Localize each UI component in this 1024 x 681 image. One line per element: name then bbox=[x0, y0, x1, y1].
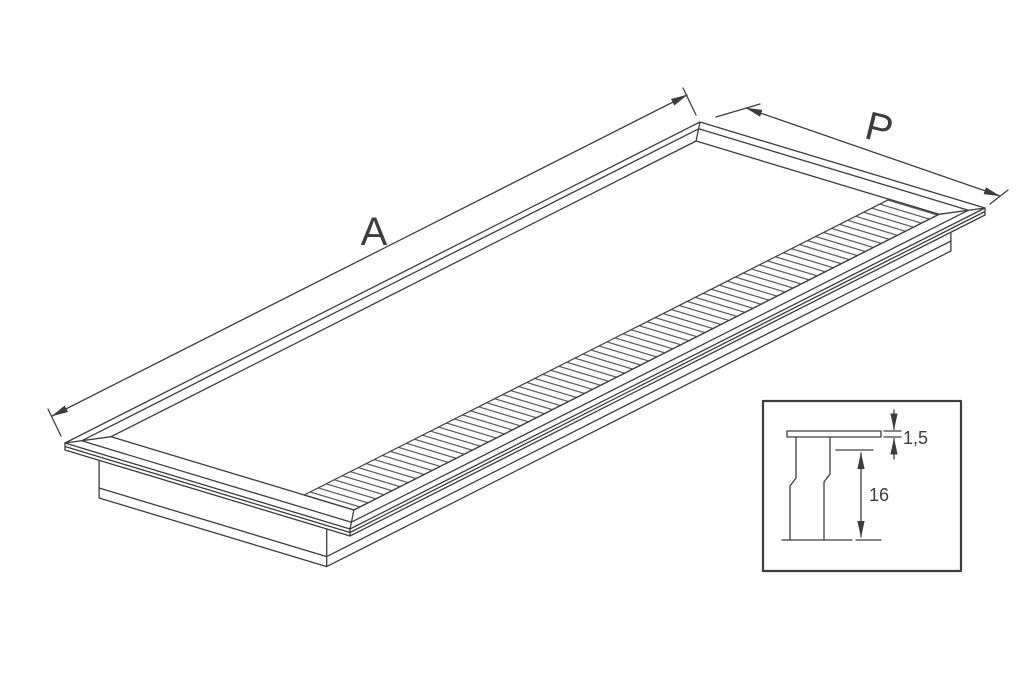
base-frame-bottom-edge bbox=[98, 250, 952, 568]
dimension-depth bbox=[835, 449, 882, 541]
profile-top-flange bbox=[786, 430, 882, 438]
linework bbox=[47, 87, 1009, 573]
panel-frame-inner-edge bbox=[110, 140, 940, 511]
dimension-length-extension-lines bbox=[47, 87, 697, 437]
profile-body bbox=[781, 436, 853, 541]
frame-miter-lines bbox=[64, 121, 986, 530]
plate-edge-thickness bbox=[64, 207, 986, 537]
dimension-length-label: A bbox=[361, 210, 388, 254]
dimension-width-label: P bbox=[861, 104, 898, 153]
base-frame-chamfer-line bbox=[98, 240, 952, 558]
dimension-thickness-label: 1,5 bbox=[903, 428, 928, 448]
dimension-length bbox=[47, 87, 697, 437]
detail-inset-box bbox=[761, 399, 963, 573]
dimension-thickness-extension-lines bbox=[883, 430, 902, 438]
dimension-thickness bbox=[883, 409, 902, 460]
dimension-width-line bbox=[745, 107, 1001, 197]
dimension-depth-extension-lines bbox=[835, 449, 882, 541]
grille-hatch-strip bbox=[303, 198, 940, 511]
panel-isometric bbox=[64, 121, 986, 568]
detail-inset bbox=[761, 399, 963, 573]
dimension-width bbox=[715, 103, 1009, 205]
panel-top-outer-edge bbox=[64, 121, 986, 530]
dimension-depth-label: 16 bbox=[869, 485, 889, 505]
panel-frame-bevel-edge bbox=[80, 128, 970, 523]
dimension-length-line bbox=[51, 94, 688, 417]
dimension-width-extension-lines bbox=[715, 103, 1009, 205]
